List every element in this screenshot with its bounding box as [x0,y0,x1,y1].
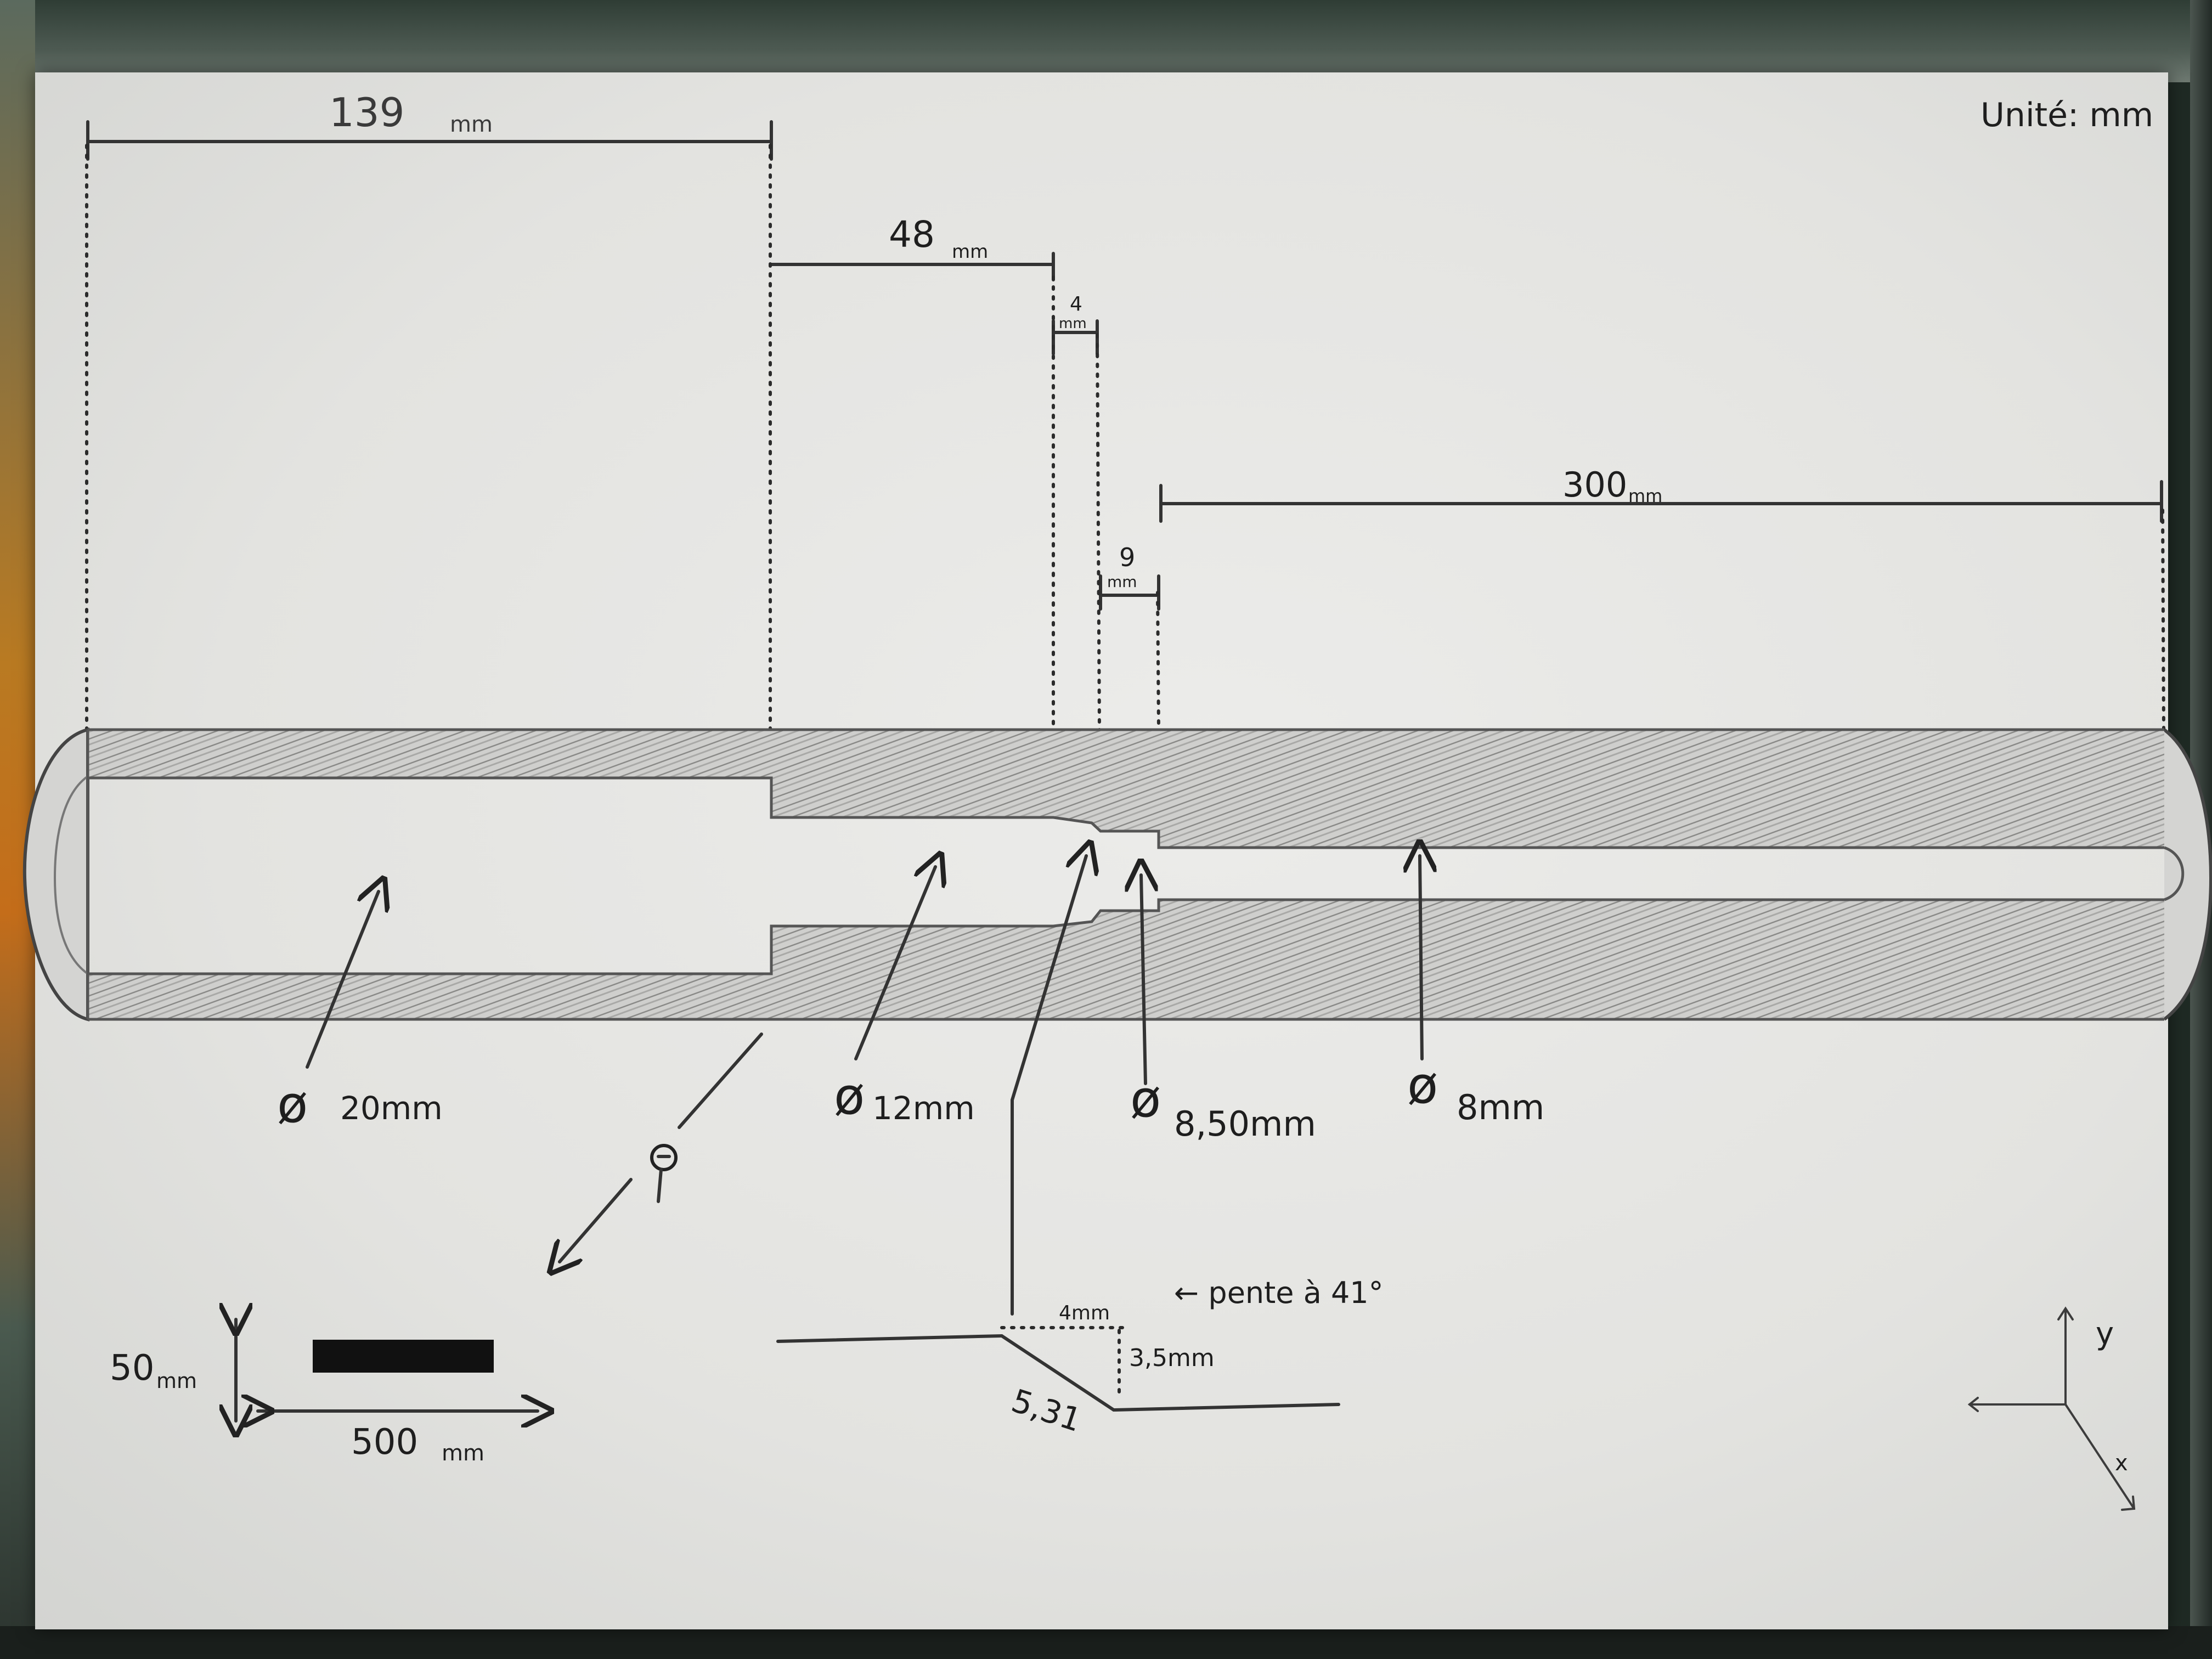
dia-symbol-12: ø [834,1067,865,1126]
extension-lines [85,144,2165,731]
dia-20-label: 20mm [340,1090,443,1127]
slope-detail: 4mm 3,5mm 5,31 ← pente à 41° [776,1276,1384,1440]
dimension-4: 4 mm [1052,293,1099,356]
background-bottom [0,1626,2212,1659]
dim-9-unit: mm [1107,573,1137,591]
dim-48-value: 48 [889,213,935,256]
dim-4-unit: mm [1059,315,1087,332]
axis-x-label: x [2115,1451,2128,1476]
dimension-48: 48 mm [770,213,1055,281]
diameter-labels: ø 20mm ø 12mm ø 8,50mm ø 8mm [277,1056,1544,1144]
magnifier-icon [650,1144,678,1171]
dim-300-value: 300 [1562,465,1627,505]
scale-bar [313,1340,494,1373]
shaft-section [22,727,2212,1022]
unit-label: Unité: mm [1980,96,2153,134]
scale-reference: 50 mm 500 mm [110,1319,538,1466]
dimension-9: 9 mm [1099,543,1160,611]
detail-callout [560,1032,763,1262]
dia-symbol-20: ø [277,1075,308,1134]
dimension-139: 139 mm [86,89,773,161]
dia-symbol-8: ø [1407,1056,1438,1115]
hypotenuse-label: 5,31 [1007,1382,1086,1440]
dia-8-label: 8mm [1457,1087,1544,1127]
scale-width-value: 500 [351,1422,418,1463]
dim-139-unit: mm [450,112,493,137]
dia-12-label: 12mm [872,1090,975,1127]
dim-9-value: 9 [1119,543,1135,572]
run-label: 4mm [1059,1302,1110,1324]
leader-arrows [306,856,1422,1316]
dim-139-value: 139 [329,89,404,136]
background-top [0,0,2212,82]
scale-width-unit: mm [442,1441,484,1466]
axis-y-label: y [2096,1316,2114,1352]
dimension-300: 300 mm [1159,465,2163,523]
scale-height-unit: mm [156,1369,197,1393]
dia-symbol-850: ø [1130,1070,1161,1128]
scale-height-value: 50 [110,1348,154,1389]
rise-label: 3,5mm [1129,1344,1215,1372]
dim-300-unit: mm [1628,486,1662,506]
dia-850-label: 8,50mm [1174,1104,1316,1144]
dim-4-value: 4 [1070,293,1082,315]
dim-48-unit: mm [952,241,988,263]
slope-label: ← pente à 41° [1174,1276,1384,1310]
axes-icon: y x [1967,1306,2136,1511]
